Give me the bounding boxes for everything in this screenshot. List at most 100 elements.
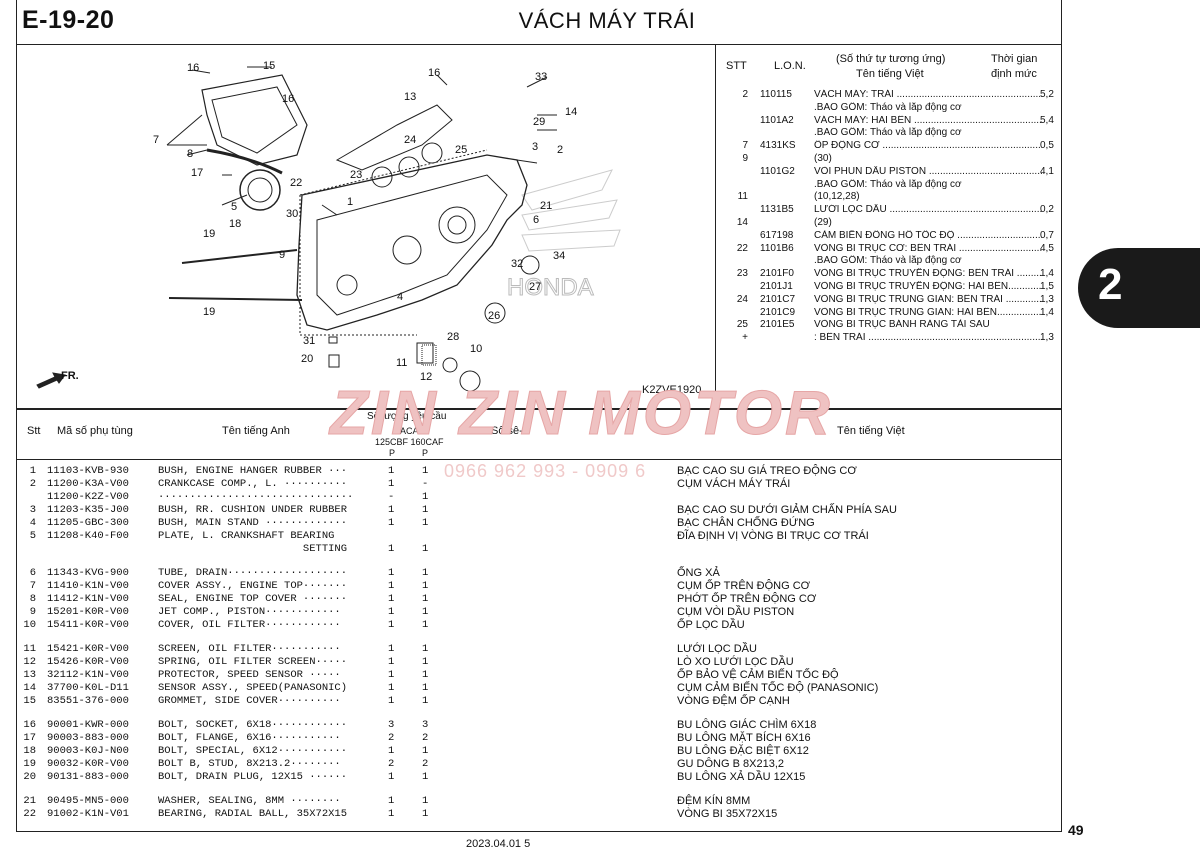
callout-20: 20 [301, 353, 313, 365]
drain-plug [328, 354, 340, 368]
part-index: 22 [23, 808, 36, 820]
part-name-vn: CỤM VÒI DẦU PISTON [677, 606, 795, 618]
footer-date: 2023.04.01 5 [466, 838, 531, 850]
labor-stt: 25 [736, 319, 748, 331]
part-qty-125: 1 [388, 580, 395, 592]
part-qty-125: 1 [388, 795, 395, 807]
part-name-vn: LÒ XO LƯỚI LỌC DẦU [677, 656, 794, 668]
labor-time-table: STT L.O.N. (Số thứ tự tương ứng) Tên tiế… [716, 45, 1062, 409]
labor-stt: 11 [737, 191, 748, 203]
part-qty-125: 1 [388, 669, 395, 681]
part-name-en: BUSH, MAIN STAND ············· [158, 517, 348, 529]
bearing-boss [438, 206, 476, 244]
washer-31 [328, 336, 338, 344]
callout-15: 15 [263, 60, 275, 72]
part-qty-125: 1 [388, 478, 395, 490]
part-qty-125: 2 [388, 732, 395, 744]
part-name-en: GROMMET, SIDE COVER·········· [158, 695, 341, 707]
labor-lon: 617198 [760, 229, 794, 241]
th-stt: Stt [27, 425, 41, 437]
part-index: 5 [29, 530, 36, 542]
col-time-2: định mức [991, 68, 1037, 80]
part-index: 1 [29, 465, 36, 477]
callout-11: 11 [396, 357, 407, 369]
engine-top-cover [201, 74, 308, 166]
part-qty-125: 1 [388, 543, 395, 555]
part-index: 16 [23, 719, 36, 731]
labor-desc: VÒNG BI TRỤC TRUNG GIAN: HAI BÊN........… [814, 306, 1042, 318]
labor-stt: 9 [742, 153, 748, 164]
part-qty-125: 1 [388, 695, 395, 707]
part-qty-160: 1 [422, 580, 429, 592]
col-lon: L.O.N. [774, 60, 806, 72]
part-qty-160: 1 [422, 808, 429, 820]
part-number: 11203-K35-J00 [47, 504, 129, 516]
labor-desc: VÒNG BI TRỤC TRUYỀN ĐỘNG: HAI BÊN.......… [814, 281, 1042, 292]
callout-34: 34 [553, 250, 565, 262]
part-index: 17 [23, 732, 36, 744]
labor-desc: (10,12,28) [814, 191, 860, 203]
fr-label: FR. [61, 370, 79, 382]
part-index: 13 [23, 669, 36, 681]
part-qty-125: 1 [388, 682, 395, 694]
part-name-vn: PHỚT ỐP TRÊN ĐỘNG CƠ [677, 593, 817, 605]
part-name-en: BOLT, FLANGE, 6X16··········· [158, 732, 341, 744]
labor-desc: .BAO GỒM: Tháo và lắp động cơ [814, 255, 962, 267]
boss-3 [336, 274, 358, 296]
part-qty-160: 1 [422, 504, 429, 516]
callout-13: 13 [404, 91, 416, 103]
labor-desc: VÒNG BI TRỤC BÁNH RĂNG TẢI SAU [814, 319, 990, 331]
callout-18: 18 [229, 218, 241, 230]
stud-19b [168, 297, 303, 301]
crankcase-inner [316, 174, 508, 316]
labor-lon: 110115 [760, 89, 792, 100]
labor-time: 5,2 [1040, 89, 1054, 100]
part-index: 14 [23, 682, 36, 694]
part-qty-125: 1 [388, 567, 395, 579]
bearing-23 [371, 166, 393, 188]
watermark-brand: ZIN ZIN MOTOR [330, 379, 833, 449]
callout-31: 31 [303, 335, 315, 347]
callout-12: 12 [420, 371, 432, 383]
bearing-25 [421, 142, 443, 164]
part-name-vn: GU DÔNG B 8X213,2 [677, 758, 784, 770]
part-number: 11208-K40-F00 [47, 530, 129, 542]
labor-desc: VÁCH MÁY: TRÁI .........................… [814, 89, 1042, 100]
labor-desc: VÒNG BI TRỤC TRUNG GIAN: BÊN TRÁI ......… [814, 293, 1042, 305]
page-code: E-19-20 [22, 6, 115, 34]
callout-4: 4 [397, 291, 403, 303]
part-number: 15411-K0R-V00 [47, 619, 129, 631]
labor-desc: (30) [814, 153, 832, 164]
labor-desc: VÒI PHUN DẦU PISTON ....................… [814, 165, 1042, 177]
part-name-en: BUSH, ENGINE HANGER RUBBER ··· [158, 465, 348, 477]
part-number: 11103-KVB-930 [47, 465, 129, 477]
callout-1: 1 [347, 196, 353, 208]
part-name-en: COVER ASSY., ENGINE TOP······· [158, 580, 348, 592]
part-number: 15201-K0R-V00 [47, 606, 129, 618]
part-qty-160: 1 [422, 682, 429, 694]
th-serial: Số sê-ri [491, 425, 529, 437]
callout-10: 10 [470, 343, 482, 355]
divider-horizontal [17, 408, 1061, 410]
callout-16: 16 [282, 93, 294, 105]
part-name-en: WASHER, SEALING, 8MM ········ [158, 795, 341, 807]
labor-desc: VÒNG BI TRỤC CƠ: BÊN TRÁI ..............… [814, 242, 1042, 254]
part-qty-160: 1 [422, 543, 429, 555]
part-number: 15426-K0R-V00 [47, 656, 129, 668]
part-name-vn: ĐỆM KÍN 8MM [677, 795, 751, 807]
callout-14: 14 [565, 106, 577, 118]
part-index: 7 [29, 580, 36, 592]
part-qty-160: 1 [422, 795, 429, 807]
bearing-27 [520, 255, 540, 275]
part-name-en: BUSH, RR. CUSHION UNDER RUBBER [158, 504, 348, 516]
engine-top-cover-inner [211, 86, 298, 154]
part-number: 91002-K1N-V01 [47, 808, 129, 820]
page-number: 49 [1068, 822, 1084, 838]
callout-7: 7 [153, 134, 159, 146]
labor-desc: : BÊN TRÁI .............................… [814, 332, 1042, 344]
callout-21: 21 [540, 200, 552, 212]
callout-3: 3 [532, 141, 538, 153]
callout-17: 17 [191, 167, 203, 179]
labor-desc: VÁCH MÁY: HAI BÊN ......................… [814, 114, 1042, 126]
page-title: VÁCH MÁY TRÁI [518, 8, 696, 33]
